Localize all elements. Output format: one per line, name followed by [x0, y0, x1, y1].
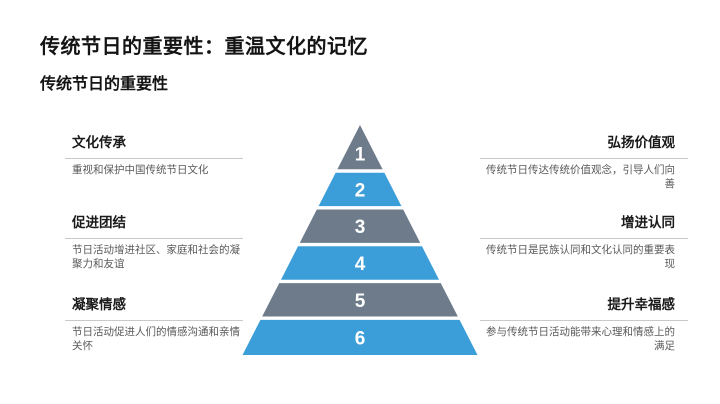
label-heading: 文化传承 [72, 135, 126, 150]
pyramid-level-5 [262, 283, 458, 317]
pyramid-level-number: 6 [355, 328, 366, 349]
label-divider [65, 238, 243, 239]
pyramid-level-number: 5 [355, 291, 366, 312]
label-divider [65, 158, 243, 159]
label-group-culture: 文化传承 重视和保护中国传统节日文化 [65, 136, 243, 177]
label-divider [480, 320, 688, 321]
pyramid-level-3 [299, 209, 421, 243]
label-group-identity: 增进认同 传统节日是民族认同和文化认同的重要表现 [480, 216, 688, 271]
pyramid-level-1 [337, 125, 383, 170]
slide-title: 传统节日的重要性：重温文化的记忆 [40, 36, 368, 58]
label-group-values: 弘扬价值观 传统节日传达传统价值观念，引导人们向善 [480, 136, 688, 191]
label-description: 节日活动促进人们的情感沟通和亲情关怀 [72, 326, 240, 352]
label-description: 节日活动增进社区、家庭和社会的凝聚力和友谊 [72, 244, 240, 270]
label-divider [480, 238, 688, 239]
label-heading: 促进团结 [72, 215, 126, 230]
slide-subtitle: 传统节日的重要性 [40, 76, 169, 93]
label-divider [480, 158, 688, 159]
pyramid-level-number: 1 [355, 144, 366, 165]
label-group-happiness: 提升幸福感 参与传统节日活动能带来心理和情感上的满足 [480, 298, 688, 353]
pyramid-level-2 [318, 172, 402, 207]
label-description: 重视和保护中国传统节日文化 [72, 164, 209, 176]
label-heading: 提升幸福感 [607, 297, 676, 312]
label-heading: 增进认同 [621, 215, 675, 230]
label-heading: 凝聚情感 [72, 297, 126, 312]
label-description: 传统节日是民族认同和文化认同的重要表现 [486, 244, 675, 270]
label-group-emotion: 凝聚情感 节日活动促进人们的情感沟通和亲情关怀 [65, 298, 243, 353]
pyramid-level-number: 3 [355, 217, 366, 238]
pyramid-level-6 [242, 319, 478, 355]
label-description: 参与传统节日活动能带来心理和情感上的满足 [486, 326, 675, 352]
pyramid-level-number: 4 [355, 254, 366, 275]
pyramid-level-4 [280, 246, 440, 280]
label-heading: 弘扬价值观 [607, 135, 676, 150]
label-group-unity: 促进团结 节日活动增进社区、家庭和社会的凝聚力和友谊 [65, 216, 243, 271]
label-description: 传统节日传达传统价值观念，引导人们向善 [486, 164, 675, 190]
pyramid-level-number: 2 [355, 180, 366, 201]
label-divider [65, 320, 243, 321]
